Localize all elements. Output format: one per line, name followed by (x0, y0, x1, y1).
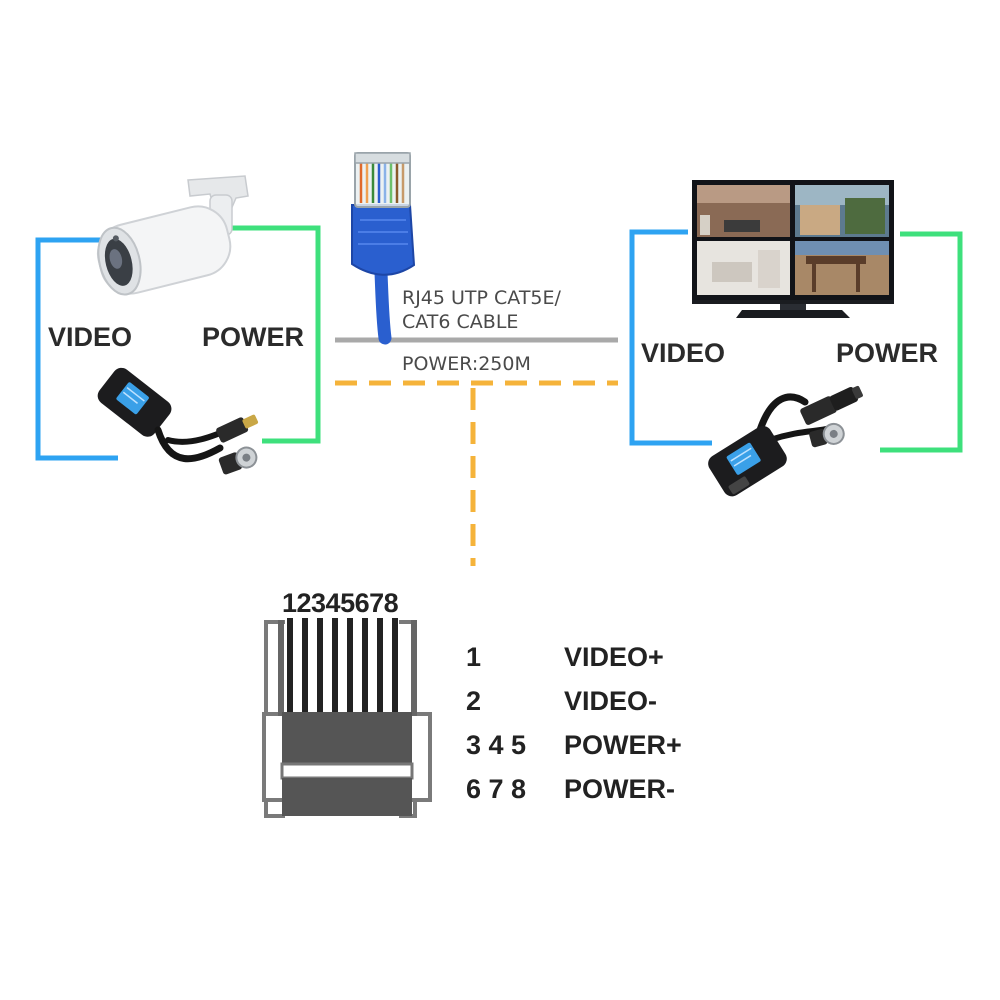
right-balun (708, 385, 863, 497)
left-balun (97, 367, 259, 475)
cable-type-line2: CAT6 CABLE (402, 311, 519, 333)
left-power-label: POWER (202, 322, 305, 352)
pin-number-header: 12345678 (282, 588, 399, 618)
monitor (692, 180, 894, 318)
pinout-function: VIDEO- (564, 686, 658, 716)
pinout-pins: 1 (466, 642, 482, 672)
left-video-label: VIDEO (48, 322, 133, 352)
right-video-line (629, 229, 712, 446)
left-video-line (35, 237, 118, 461)
pinout-pins: 6 7 8 (466, 774, 527, 804)
pinout-function: VIDEO+ (564, 642, 664, 672)
rj45-pinout-drawing (262, 618, 432, 820)
cable-type-line1: RJ45 UTP CAT5E/ (402, 287, 561, 309)
pinout-pins: 2 (466, 686, 482, 716)
left-power-line (232, 225, 321, 444)
pinout-function: POWER+ (564, 730, 682, 760)
right-video-label: VIDEO (641, 338, 726, 368)
right-power-line (880, 231, 963, 453)
rj45-connector (351, 152, 416, 345)
right-power-label: POWER (836, 338, 939, 368)
pinout-function: POWER- (564, 774, 675, 804)
power-distance-label: POWER:250M (402, 353, 531, 375)
pinout-pins: 3 4 5 (466, 730, 527, 760)
bullet-camera (96, 175, 249, 296)
